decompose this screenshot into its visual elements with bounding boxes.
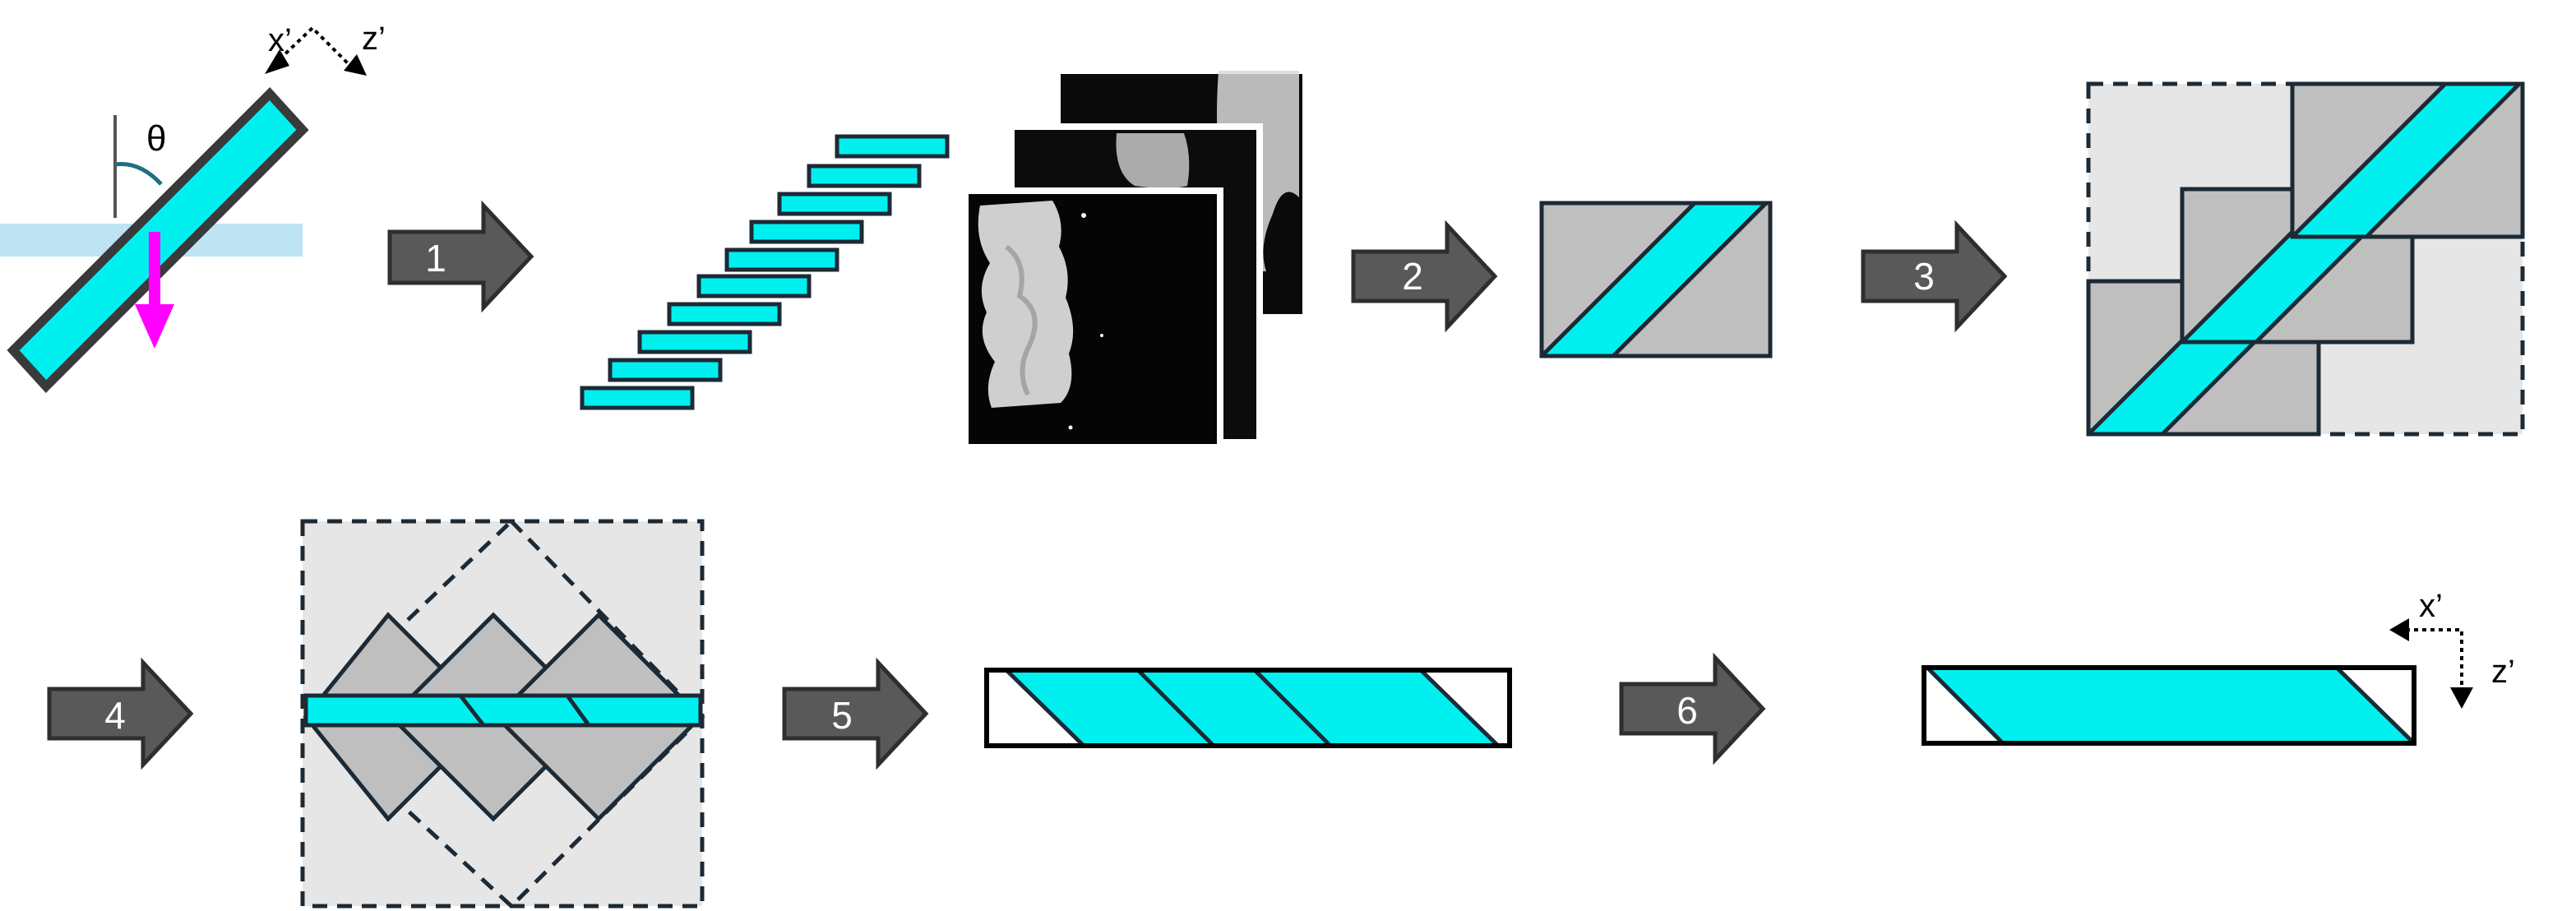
axis-z-label: z’ [2491,654,2515,690]
axis-x-label: x’ [2419,588,2443,624]
step-number: 6 [1676,689,1698,732]
step-arrow-icon [1619,652,1766,765]
coordinate-axes-icon: x’ z’ [2389,588,2515,709]
slice [580,386,695,410]
projection-image-stack [962,67,1309,451]
step-arrow-2: 2 [1351,220,1498,333]
step-arrow-3: 3 [1861,220,2008,333]
slice [777,192,892,216]
slice [608,358,723,382]
slice [637,330,752,354]
step-arrow-6: 6 [1619,652,1766,765]
slice [696,274,812,298]
final-strip: x’ z’ [1922,588,2515,746]
step-number: 4 [104,694,126,737]
step-arrow-4: 4 [47,657,194,770]
step-arrow-1: 1 [387,200,534,313]
stitched-tiles [2086,81,2525,437]
probe-arrow-head [135,304,174,349]
step-arrow-icon [47,657,194,770]
sample-geometry: θ x’ z’ [0,21,386,393]
cropped-tile [1539,201,1773,358]
slice-staircase [580,134,950,410]
slice [835,134,950,159]
slice [724,247,839,272]
coordinate-axes-icon: x’ z’ [265,21,386,76]
step-number: 3 [1913,255,1935,298]
segmented-strip [984,668,1512,748]
slice [667,302,782,326]
theta-arc [114,162,163,186]
step-arrow-icon [1861,220,2008,333]
rotated-sample-band [303,693,703,728]
axis-z-label: z’ [362,21,386,57]
slice [807,164,922,188]
tile-sample-band [1542,203,1769,356]
rotated-tiles [300,518,705,909]
step-number: 1 [425,237,446,280]
step-arrow-icon [1351,220,1498,333]
step-number: 2 [1402,255,1423,298]
slice [749,220,864,244]
step-arrow-icon [387,200,534,313]
tile [2290,81,2525,239]
step-number: 5 [831,694,853,737]
theta-label: θ [146,118,166,159]
axis-x-label: x’ [268,22,292,58]
step-arrow-icon [782,657,929,770]
step-arrow-5: 5 [782,657,929,770]
